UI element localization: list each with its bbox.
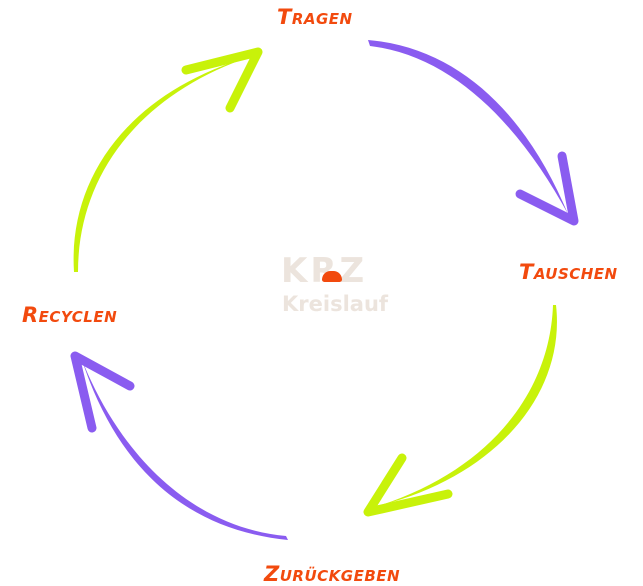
arrow-head [181, 47, 263, 113]
arrow-head [363, 453, 453, 517]
arrow-zurueckgeben-to-recyclen [70, 351, 288, 540]
logo-subtitle: Kreislauf [282, 292, 389, 316]
arrow-shaft [82, 360, 288, 540]
arrow-head [70, 351, 135, 433]
center-logo: KRZ Kreislauf [281, 251, 388, 320]
arrow-tragen-to-tauschen [368, 40, 579, 226]
step-label-recyclen: Recyclen [22, 303, 118, 327]
logo-accent-dot [322, 271, 342, 282]
arrow-shaft [73, 56, 252, 272]
arrow-tauschen-to-zurueckgeben [363, 305, 557, 517]
arrow-shaft [368, 40, 568, 214]
arrow-head [515, 151, 579, 226]
arrow-recyclen-to-tragen [73, 47, 263, 272]
step-label-tauschen: Tauschen [519, 260, 618, 284]
arrow-shaft [378, 305, 557, 506]
step-label-tragen: Tragen [277, 5, 353, 29]
step-label-zurueckgeben: Zurückgeben [264, 562, 401, 586]
logo-mark: KRZ [281, 251, 368, 291]
